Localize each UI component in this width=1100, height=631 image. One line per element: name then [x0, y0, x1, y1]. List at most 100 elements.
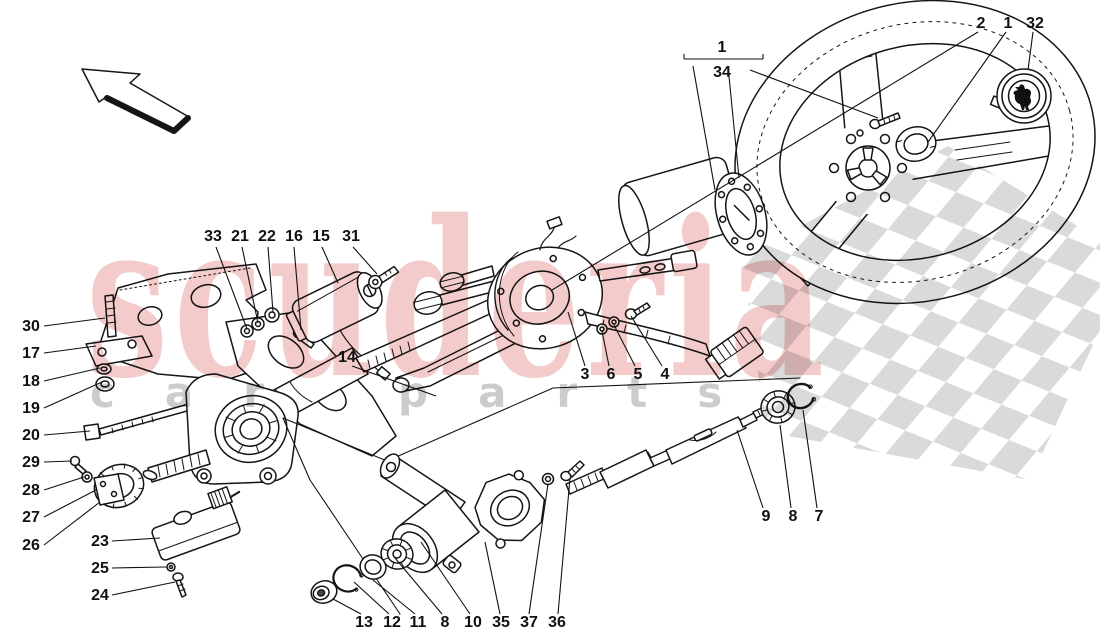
callout-8: 8	[441, 614, 450, 631]
leader-line	[567, 311, 586, 367]
leader-line	[630, 315, 663, 367]
watermark-car: car	[90, 368, 314, 417]
uj-bolt	[560, 460, 585, 482]
leader-line	[736, 429, 764, 509]
callout-13: 13	[355, 614, 373, 631]
callout-11: 11	[410, 614, 427, 631]
leader-line	[351, 365, 437, 397]
leader-line	[727, 65, 740, 179]
leader-line	[557, 477, 571, 615]
callout-3: 3	[581, 366, 590, 383]
callout-6: 6	[607, 366, 616, 383]
lock-nut	[310, 580, 338, 604]
uj-washer	[541, 472, 555, 486]
callout-31: 31	[342, 228, 360, 245]
leader-line	[353, 581, 390, 615]
leader-line	[332, 598, 362, 615]
leader-line	[551, 31, 979, 291]
leader-line	[215, 246, 248, 330]
column-tube-flange	[618, 156, 768, 257]
leader-line	[43, 489, 97, 518]
callout-32: 32	[1026, 15, 1044, 32]
direction-arrow-icon	[81, 68, 191, 134]
callout-28: 28	[22, 482, 40, 499]
prancing-horse-icon	[1013, 84, 1032, 110]
steering-lock-actuator	[151, 486, 241, 598]
bearing-lower	[380, 538, 414, 570]
checkered-flag-watermark	[742, 146, 1100, 480]
leader-line	[111, 566, 168, 569]
callout-27: 27	[22, 509, 40, 526]
watermark-parts: parts	[398, 368, 772, 417]
callout-37: 37	[520, 614, 538, 631]
snap-ring-lower	[332, 564, 364, 593]
spacer-ring	[359, 554, 387, 580]
leader-line	[1027, 31, 1034, 71]
leader-line	[394, 557, 443, 615]
watermark-brand: scuderia	[86, 174, 830, 427]
callout-1: 1	[718, 39, 727, 56]
wheel-bolt	[856, 112, 901, 137]
immobilizer-ring	[69, 455, 145, 509]
callout-23: 23	[91, 533, 109, 550]
leader-line	[352, 246, 378, 275]
callout-30: 30	[22, 318, 40, 335]
callout-35: 35	[492, 614, 510, 631]
callout-17: 17	[22, 345, 40, 362]
leader-line	[927, 31, 1007, 143]
callout-8: 8	[789, 508, 798, 525]
callout-16: 16	[285, 228, 303, 245]
leader-line	[43, 501, 101, 546]
callout-36: 36	[548, 614, 566, 631]
leader-line	[613, 324, 636, 367]
leader-line	[321, 246, 339, 284]
callout-19: 19	[22, 400, 40, 417]
leader-line	[601, 330, 610, 367]
leader-line	[749, 69, 879, 119]
callout-9: 9	[762, 508, 771, 525]
callout-29: 29	[22, 454, 40, 471]
callout-33: 33	[204, 228, 222, 245]
universal-joint	[474, 469, 546, 549]
leader-line	[43, 345, 97, 354]
horn-button	[989, 68, 1052, 124]
callout-1: 1	[1004, 15, 1013, 32]
leader-line	[111, 537, 161, 542]
callout-7: 7	[815, 508, 824, 525]
callout-24: 24	[91, 587, 109, 604]
leader-line	[528, 483, 549, 615]
callout-10: 10	[464, 614, 482, 631]
leader-line	[43, 317, 106, 327]
leader-line	[420, 541, 471, 615]
callout-2: 2	[977, 15, 986, 32]
leader-line	[111, 581, 176, 596]
leader-line	[43, 460, 73, 463]
callout-4: 4	[661, 366, 670, 383]
leader-line	[372, 579, 416, 615]
callout-12: 12	[383, 614, 401, 631]
ignition-key	[368, 265, 400, 290]
wheel-nut	[895, 126, 937, 162]
callout-26: 26	[22, 537, 40, 554]
callout-20: 20	[22, 427, 40, 444]
callout-14: 14	[338, 349, 356, 366]
callout-22: 22	[258, 228, 276, 245]
leader-line	[293, 246, 302, 331]
leader-line	[484, 541, 501, 615]
leader-line	[43, 430, 91, 436]
leader-line	[43, 367, 101, 382]
callout-5: 5	[634, 366, 643, 383]
callout-21: 21	[231, 228, 249, 245]
callout-25: 25	[91, 560, 109, 577]
leader-line	[692, 65, 716, 191]
support-housing	[379, 453, 480, 574]
leader-line	[241, 246, 259, 324]
callout-15: 15	[312, 228, 330, 245]
leader-line	[267, 246, 274, 313]
callout-18: 18	[22, 373, 40, 390]
leader-line	[779, 424, 792, 509]
leader-line	[43, 381, 103, 409]
leader-line	[43, 476, 85, 491]
